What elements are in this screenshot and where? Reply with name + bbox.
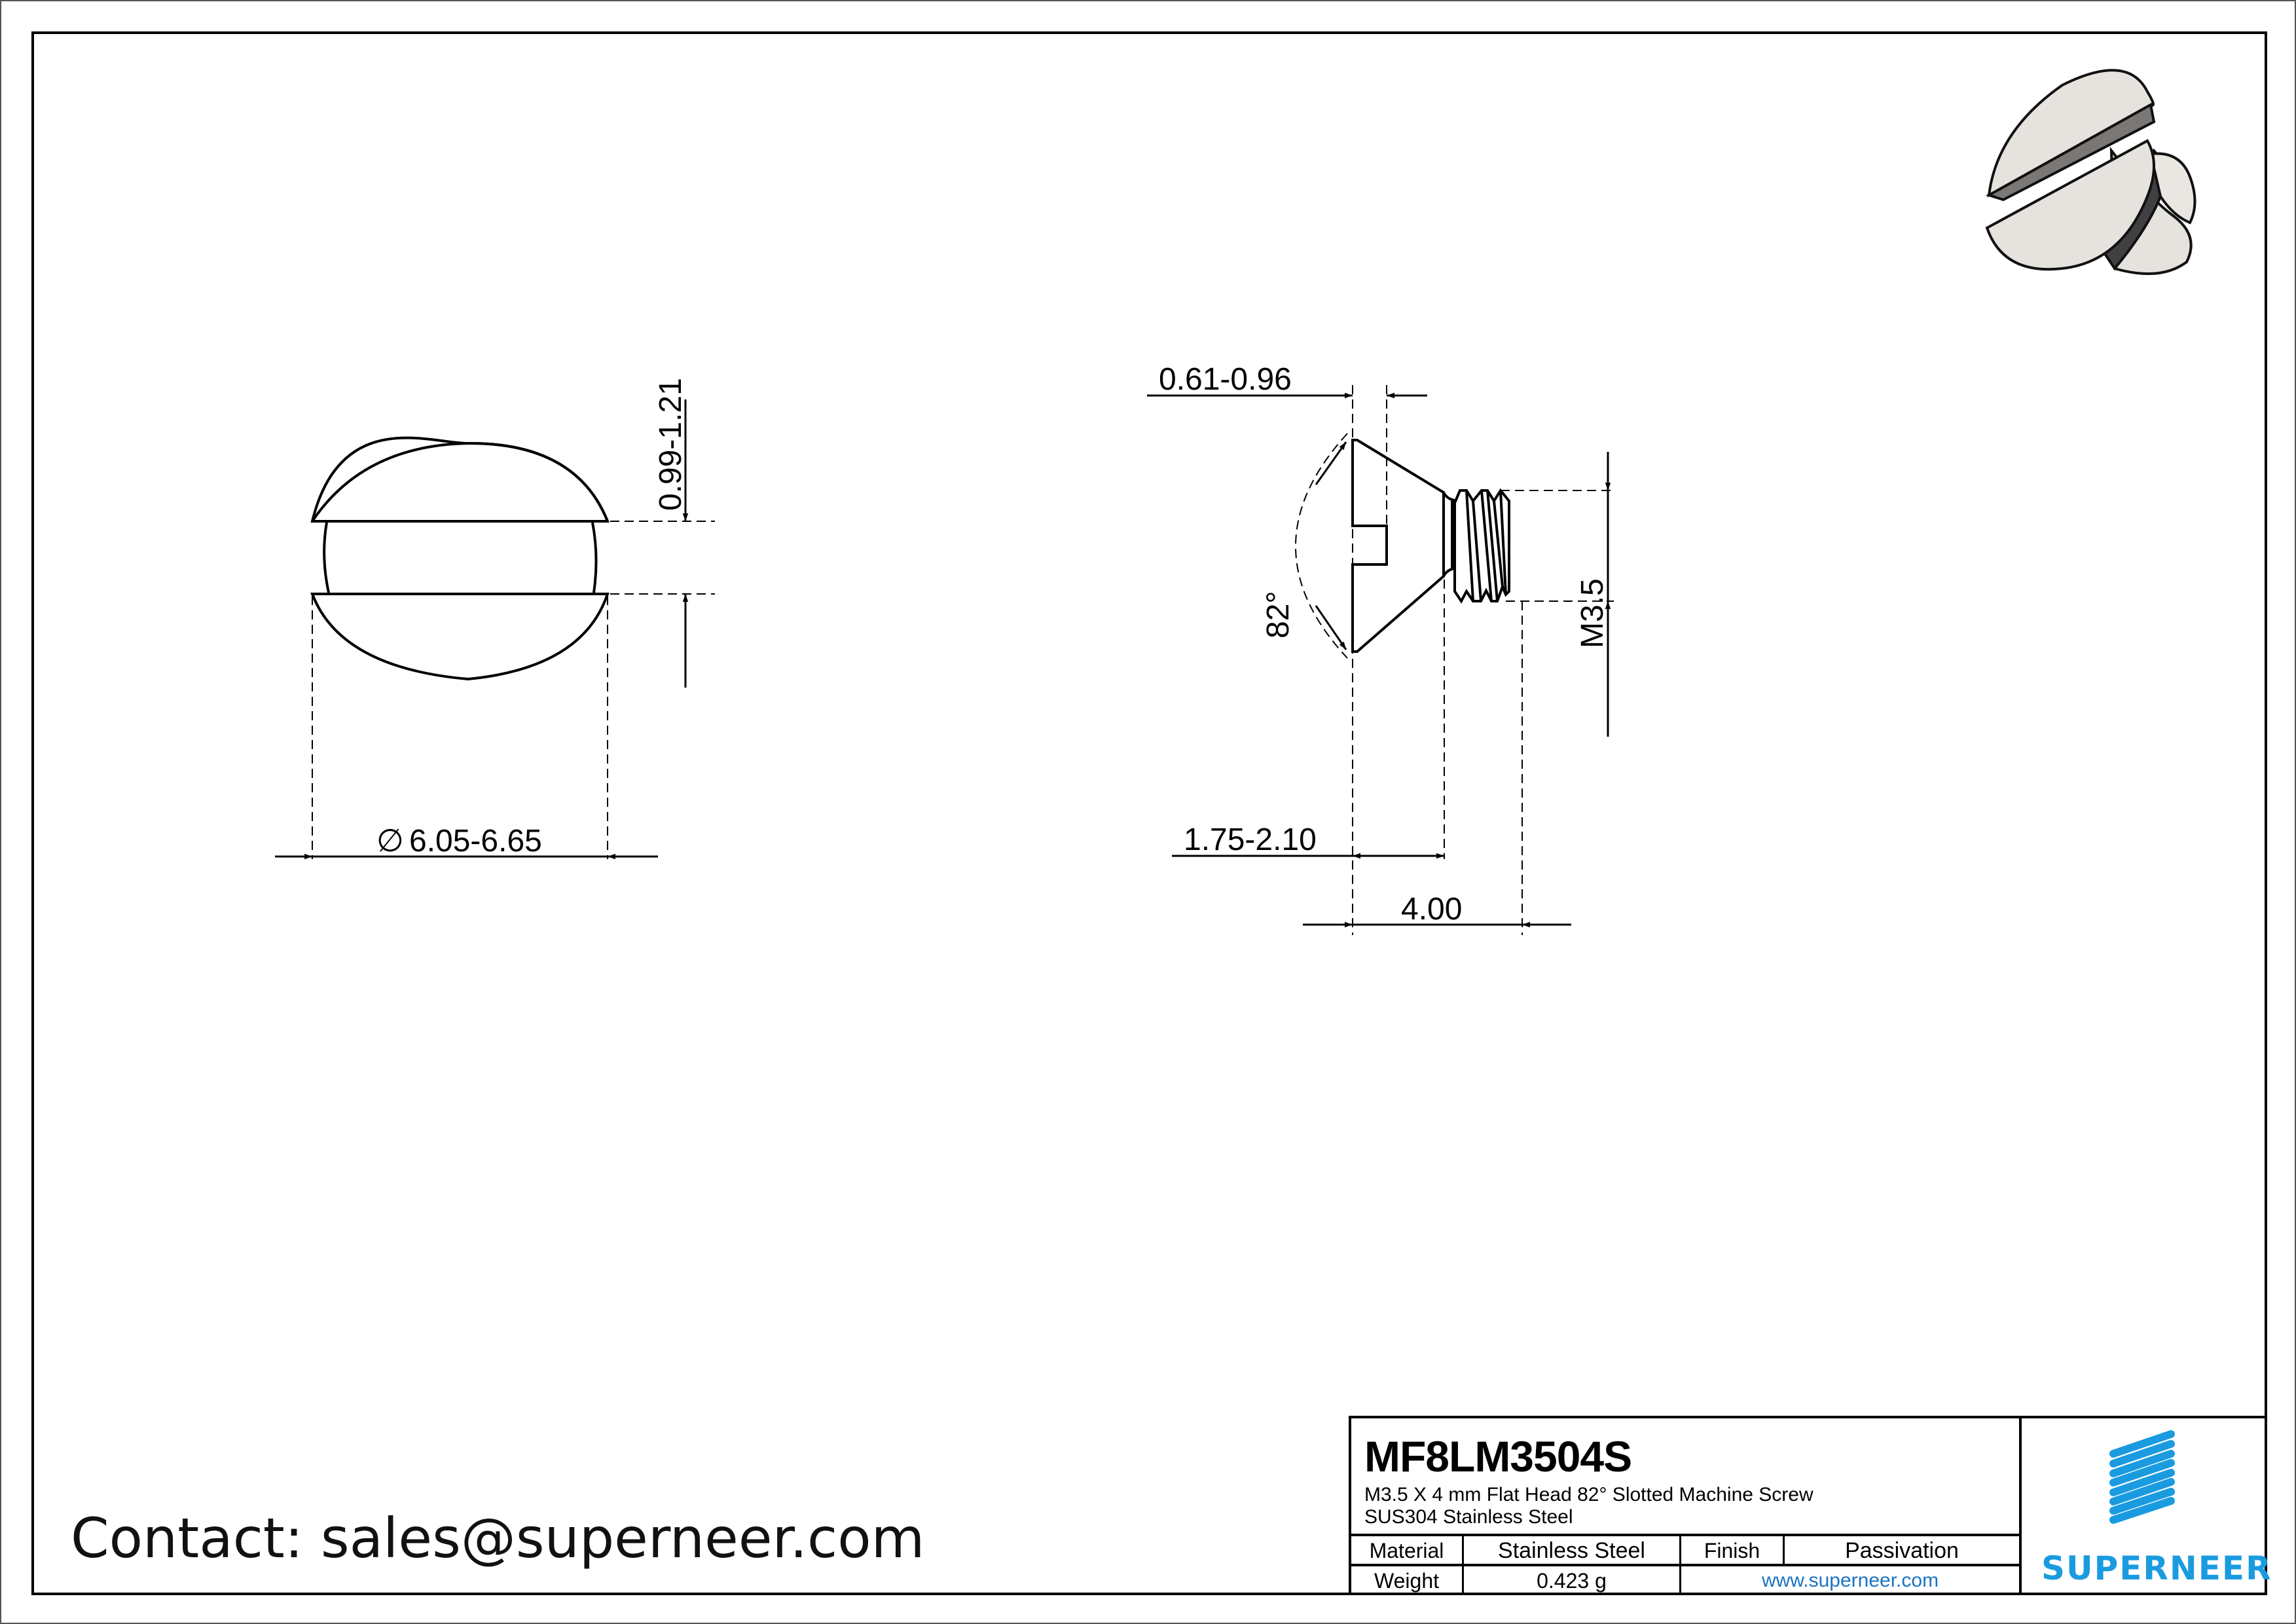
material-label: Material (1351, 1536, 1464, 1565)
spec-table: Material Stainless Steel Finish Passivat… (1351, 1534, 2019, 1595)
part-material: SUS304 Stainless Steel (1364, 1506, 1573, 1528)
slot-width-dimension: 0.99-1.21 (653, 378, 688, 511)
thread-dimension: M3.5 (1575, 578, 1610, 648)
logo-area: SUPERNEER (2022, 1418, 2271, 1593)
diameter-symbol: ∅ (376, 824, 404, 858)
part-description: M3.5 X 4 mm Flat Head 82° Slotted Machin… (1364, 1484, 1813, 1505)
head-height-dimension: 1.75-2.10 (1184, 822, 1317, 857)
finish-label: Finish (1681, 1536, 1785, 1565)
title-block-info: MF8LM3504S M3.5 X 4 mm Flat Head 82° Slo… (1351, 1418, 2022, 1595)
head-diameter-dimension: 6.05-6.65 (409, 824, 542, 858)
contact-email: Contact: sales@superneer.com (71, 1506, 925, 1570)
length-dimension: 4.00 (1401, 892, 1462, 927)
side-view (1147, 385, 1614, 935)
brand-name: SUPERNEER (2041, 1549, 2272, 1587)
drawing-frame (31, 31, 2267, 1595)
spec-row-weight: Weight 0.423 g www.superneer.com (1351, 1564, 2019, 1595)
front-view (275, 399, 715, 860)
material-value: Stainless Steel (1464, 1536, 1681, 1565)
head-edge-dimension: 0.61-0.96 (1159, 362, 1292, 397)
website-link[interactable]: www.superneer.com (1761, 1570, 1939, 1591)
title-block: MF8LM3504S M3.5 X 4 mm Flat Head 82° Slo… (1349, 1416, 2271, 1595)
spec-row-material: Material Stainless Steel Finish Passivat… (1351, 1534, 2019, 1565)
part-number: MF8LM3504S (1364, 1432, 1632, 1481)
finish-value: Passivation (1845, 1538, 1959, 1563)
weight-label: Weight (1351, 1566, 1464, 1595)
head-lower-segment (310, 593, 610, 681)
head-upper-segment (310, 436, 610, 523)
screw-3d-render (1985, 69, 2196, 275)
superneer-logo-mark (2109, 1430, 2175, 1524)
head-profile (1351, 439, 1445, 653)
weight-value: 0.423 g (1464, 1566, 1681, 1595)
angle-dimension: 82° (1261, 591, 1296, 638)
